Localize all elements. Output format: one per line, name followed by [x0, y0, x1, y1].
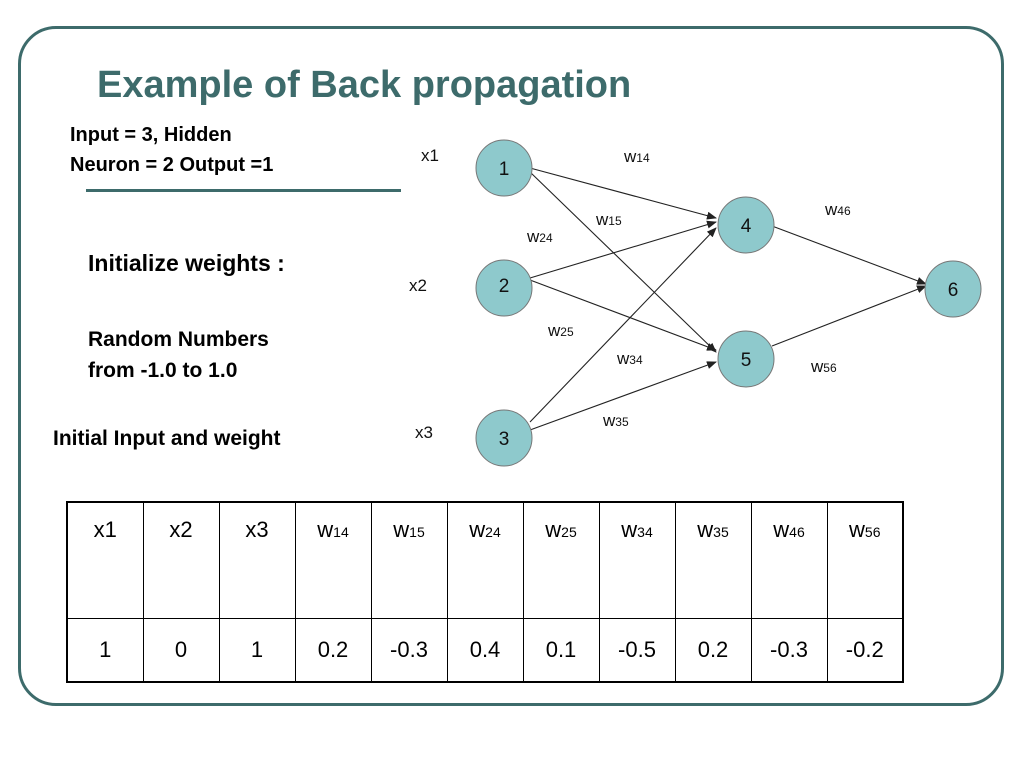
table-cell: -0.5 [598, 617, 676, 683]
table-cell: 0.2 [294, 617, 372, 683]
table-cell: -0.3 [370, 617, 448, 683]
network-nodes [475, 139, 982, 467]
table-header-cell: w15 [370, 501, 448, 619]
edge-3-5 [529, 361, 717, 431]
input-label-x1: x1 [421, 146, 439, 165]
table-header-cell: w35 [674, 501, 752, 619]
edge-1-5 [529, 171, 717, 353]
table-header-cell: w24 [446, 501, 524, 619]
slide-title: Example of Back propagation [97, 64, 632, 106]
node-6 [924, 260, 982, 318]
node-5 [717, 330, 775, 388]
node-6-label: 6 [948, 280, 959, 301]
network-spec-line-1: Input = 3, Hidden [70, 124, 232, 146]
divider-rule [86, 189, 401, 192]
edge-3-4 [529, 227, 717, 423]
node-5-label: 5 [741, 350, 752, 371]
node-2 [475, 259, 533, 317]
weight-label-w35: w35 [602, 411, 629, 430]
weight-label-w56: w56 [810, 357, 837, 376]
node-3-label: 3 [499, 429, 510, 450]
edge-1-4 [529, 167, 717, 220]
node-4-label: 4 [741, 216, 752, 237]
table-header-cell: w34 [598, 501, 676, 619]
edge-5-6 [771, 285, 927, 347]
table-header-cell: w56 [826, 501, 904, 619]
initial-input-label: Initial Input and weight [53, 427, 281, 450]
node-2-label: 2 [499, 276, 510, 297]
table-row: 1 0 1 0.2 -0.3 0.4 0.1 -0.5 0.2 -0.3 -0.… [66, 617, 904, 683]
node-1 [475, 139, 533, 197]
table-header-cell: w25 [522, 501, 600, 619]
table-header-row: x1 x2 x3 w14 w15 w24 w25 w34 w35 w46 w56 [66, 501, 904, 619]
edge-4-6 [771, 225, 927, 285]
table-cell: 0.2 [674, 617, 752, 683]
node-4 [717, 196, 775, 254]
table-cell: 0 [142, 617, 220, 683]
table-cell: 1 [218, 617, 296, 683]
weight-label-w46: w46 [824, 200, 851, 219]
weight-label-w25: w25 [547, 321, 574, 340]
weight-label-w15: w15 [595, 210, 622, 229]
weight-label-w24: w24 [526, 227, 553, 246]
table-header-cell: x2 [142, 501, 220, 619]
weight-label-w14: w14 [623, 147, 650, 166]
neural-network-diagram: 1 2 3 4 5 6 x1 x2 x3 w14 w15 w24 w25 w34… [409, 139, 982, 467]
network-spec-line-2: Neuron = 2 Output =1 [70, 154, 274, 176]
input-label-x2: x2 [409, 276, 427, 295]
node-3 [475, 409, 533, 467]
random-numbers-line-1: Random Numbers [88, 328, 269, 351]
initial-weights-table: x1 x2 x3 w14 w15 w24 w25 w34 w35 w46 w56… [66, 501, 904, 683]
initialize-weights-heading: Initialize weights : [88, 250, 285, 276]
table-header-cell: x1 [66, 501, 144, 619]
random-numbers-text: Random Numbers from -1.0 to 1.0 [88, 324, 269, 386]
table-cell: 0.1 [522, 617, 600, 683]
slide-frame [18, 26, 1004, 706]
input-label-x3: x3 [415, 423, 433, 442]
table-cell: 0.4 [446, 617, 524, 683]
table-cell: -0.3 [750, 617, 828, 683]
table-header-cell: w14 [294, 501, 372, 619]
table-cell: -0.2 [826, 617, 904, 683]
node-1-label: 1 [499, 159, 510, 180]
table-header-cell: w46 [750, 501, 828, 619]
edge-2-5 [529, 279, 717, 351]
random-numbers-line-2: from -1.0 to 1.0 [88, 359, 238, 382]
weight-label-w34: w34 [616, 349, 643, 368]
edge-2-4 [529, 220, 717, 279]
network-spec: Input = 3, Hidden Neuron = 2 Output =1 [70, 120, 273, 180]
table-cell: 1 [66, 617, 144, 683]
network-edges [529, 167, 927, 431]
table-header-cell: x3 [218, 501, 296, 619]
